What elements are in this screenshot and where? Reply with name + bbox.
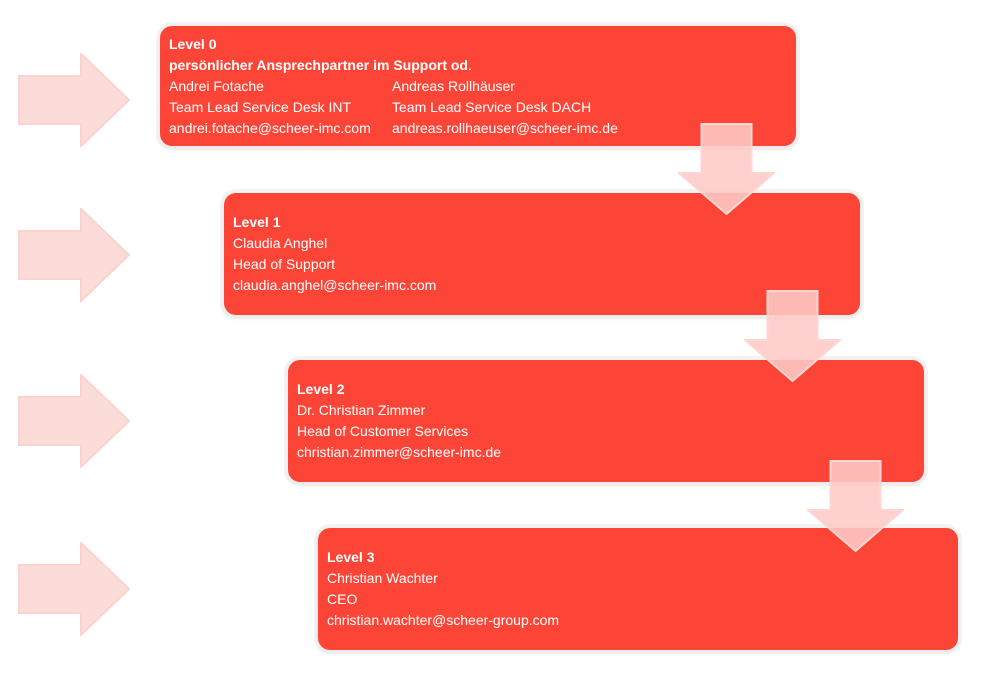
- contact-role: Head of Support: [233, 256, 335, 272]
- level-2-content: Level 2 Dr. Christian Zimmer Head of Cus…: [288, 379, 924, 463]
- right-arrow-icon: [18, 53, 130, 147]
- contact-email: andreas.rollhaeuser@scheer-imc.de: [392, 119, 618, 136]
- contact-role: CEO: [327, 591, 358, 607]
- contact-name: Andreas Rollhäuser: [392, 77, 515, 94]
- down-arrow-icon: [744, 290, 841, 382]
- level-1-content: Level 1 Claudia Anghel Head of Support c…: [224, 212, 860, 296]
- contact-role: Team Lead Service Desk DACH: [392, 98, 592, 115]
- level-title: Level 1: [233, 214, 281, 230]
- down-arrow-icon: [678, 123, 775, 215]
- contact-role: Head of Customer Services: [297, 423, 469, 439]
- right-arrow-icon: [18, 542, 130, 636]
- contact-email: claudia.anghel@scheer-imc.com: [233, 277, 437, 293]
- level-subtitle-bold: persönlicher Ansprechpartner im Support …: [169, 56, 468, 73]
- level-3-content: Level 3 Christian Wachter CEO christian.…: [318, 547, 958, 631]
- level-title: Level 0: [169, 35, 217, 52]
- level-subtitle-dot: .: [467, 56, 472, 73]
- level-title: Level 2: [297, 381, 345, 397]
- level-0-content: Level 0 persönlicher Ansprechpartner im …: [160, 34, 796, 139]
- contact-name: Christian Wachter: [327, 570, 438, 586]
- level-1-box: Level 1 Claudia Anghel Head of Support c…: [224, 193, 860, 315]
- right-arrow-icon: [18, 374, 130, 468]
- contact-email: christian.zimmer@scheer-imc.de: [297, 444, 502, 460]
- contact-name: Dr. Christian Zimmer: [297, 402, 426, 418]
- contact-name: Claudia Anghel: [233, 235, 328, 251]
- contact-columns: Andrei Fotache Team Lead Service Desk IN…: [169, 76, 787, 139]
- down-arrow-icon: [807, 460, 904, 552]
- level-title: Level 3: [327, 549, 375, 565]
- contact-name: Andrei Fotache: [169, 77, 264, 94]
- contact-email: andrei.fotache@scheer-imc.com: [169, 119, 371, 136]
- right-arrow-icon: [18, 208, 130, 302]
- contact-role: Team Lead Service Desk INT: [169, 98, 352, 115]
- contact-card: Andreas Rollhäuser Team Lead Service Des…: [392, 76, 618, 139]
- level-0-box: Level 0 persönlicher Ansprechpartner im …: [160, 26, 796, 146]
- contact-email: christian.wachter@scheer-group.com: [327, 612, 560, 628]
- level-2-box: Level 2 Dr. Christian Zimmer Head of Cus…: [288, 360, 924, 482]
- level-subtitle: persönlicher Ansprechpartner im Support …: [169, 55, 787, 76]
- contact-card: Andrei Fotache Team Lead Service Desk IN…: [169, 76, 392, 139]
